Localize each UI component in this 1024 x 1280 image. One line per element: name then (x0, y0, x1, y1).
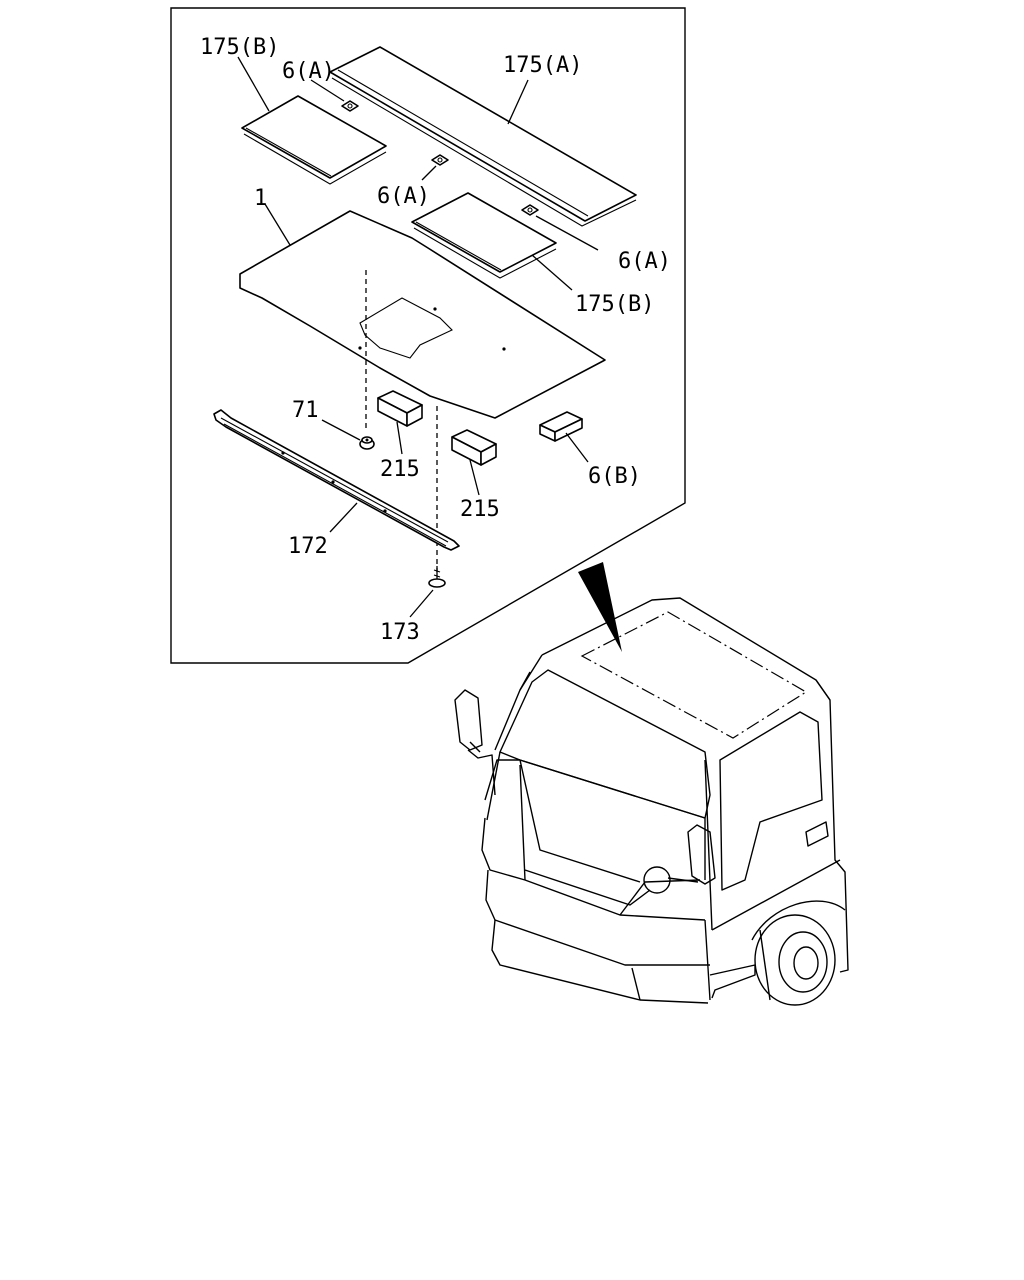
callout-6a-mid: 6(A) (377, 184, 430, 209)
callout-173: 173 (380, 620, 420, 645)
pointer-wedge (578, 562, 622, 652)
callout-215-right: 215 (460, 497, 500, 522)
callout-172: 172 (288, 534, 328, 559)
trim-strip-172 (213, 409, 460, 551)
callout-1: 1 (254, 186, 267, 211)
leader-lines (237, 56, 599, 618)
detail-frame (170, 7, 686, 664)
nut-71-icon (359, 436, 375, 450)
callout-6a-top: 6(A) (282, 59, 335, 84)
callout-71: 71 (292, 398, 319, 423)
block-215-left (377, 390, 423, 427)
block-6b (539, 411, 583, 442)
callout-labels: 175(B) 6(A) 175(A) 6(A) 1 6(A) 175(B) 71… (200, 35, 671, 645)
callout-175b-right: 175(B) (575, 292, 654, 317)
callout-175a: 175(A) (503, 53, 582, 78)
callout-215-left: 215 (380, 457, 420, 482)
callout-6b: 6(B) (588, 464, 641, 489)
truck-cab-illustration (454, 597, 849, 1006)
roof-lining-1 (239, 210, 606, 419)
block-215-right (451, 429, 497, 466)
clip-6a-icon (341, 100, 539, 216)
pad-175b-left (241, 95, 387, 185)
screw-173-icon (428, 566, 446, 588)
callout-175b-top: 175(B) (200, 35, 279, 60)
callout-6a-right: 6(A) (618, 249, 671, 274)
roof-panel-175a (329, 46, 637, 227)
pad-175b-right (411, 192, 557, 279)
